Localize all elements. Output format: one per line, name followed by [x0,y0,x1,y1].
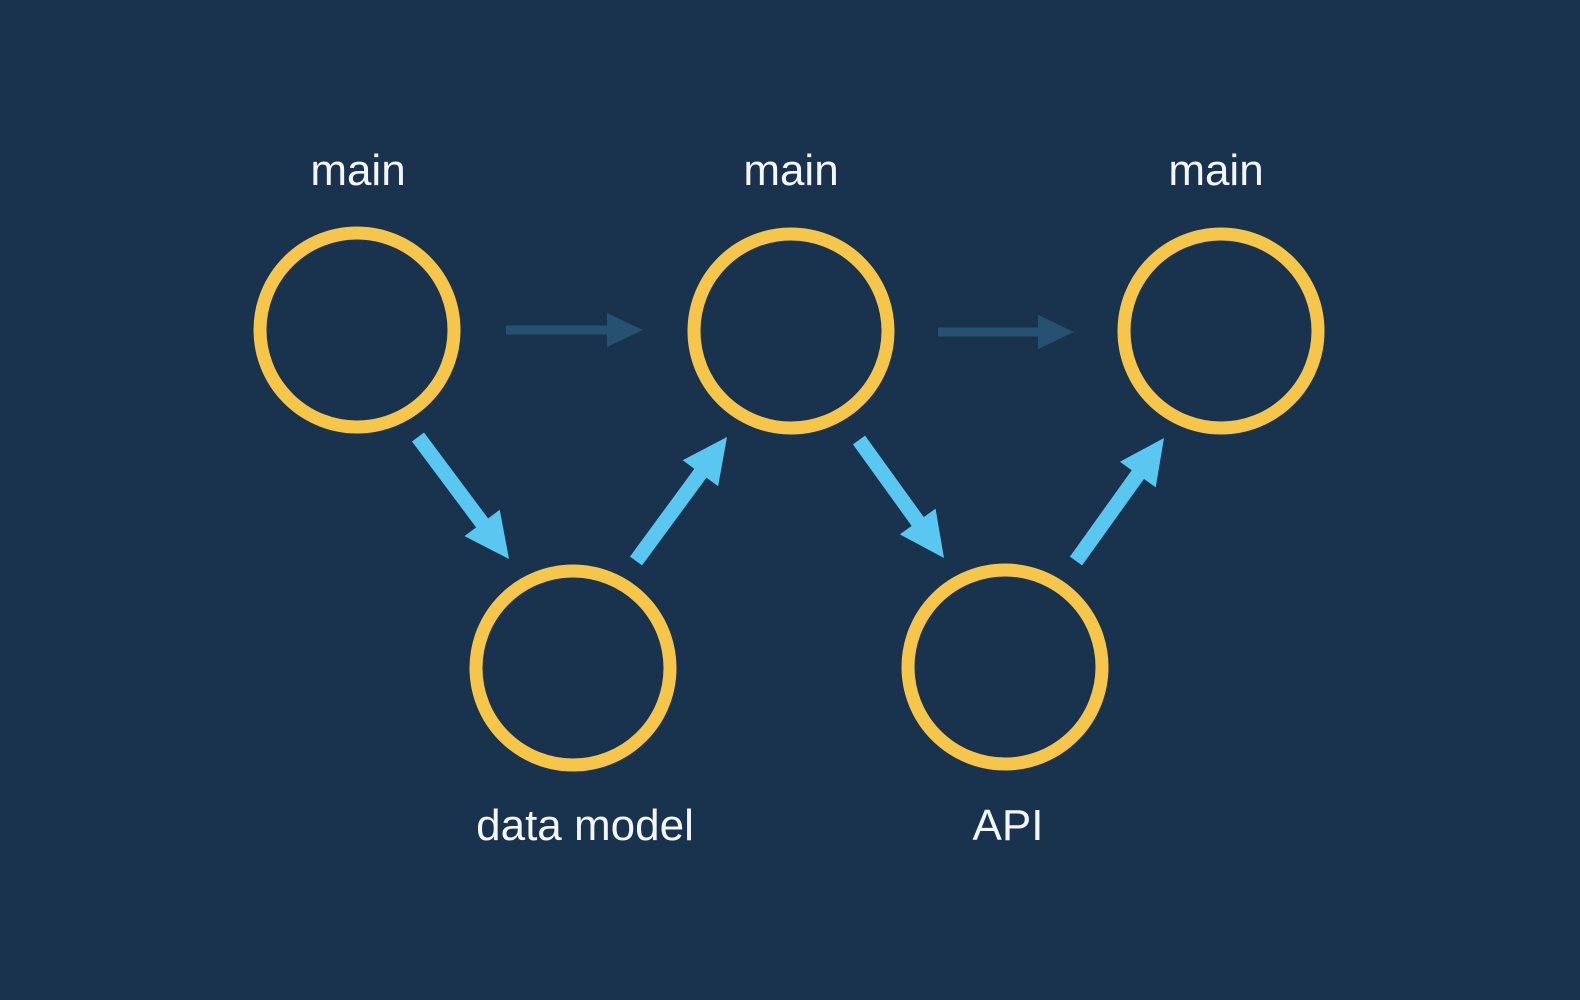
arrow-head [899,508,944,558]
node-circle-main-1 [253,226,461,434]
arrow-shaft [852,435,925,528]
arrow-head [1038,315,1074,349]
node-label-main-3: main [1168,146,1263,195]
node-label-main-2: main [743,146,838,195]
arrow-head [607,313,643,347]
node-circle-data-model [469,564,677,772]
arrow-main-1-to-data-model [411,432,509,559]
node-circle-api [901,563,1109,771]
arrow-head [1119,438,1164,488]
arrow-head [464,509,509,559]
arrow-main-1-to-main-2 [506,313,643,347]
node-label-data-model: data model [476,801,694,850]
arrow-main-2-to-api [852,435,944,558]
arrow-head [682,437,727,487]
arrow-shaft [629,467,708,566]
arrow-data-model-to-main-2 [629,437,727,566]
arrow-main-2-to-main-3 [938,315,1074,349]
arrow-api-to-main-3 [1069,438,1164,566]
arrow-shaft [411,432,490,530]
arrow-shaft [1069,468,1146,566]
node-circle-main-2 [687,227,895,435]
node-label-main-1: main [310,146,405,195]
node-label-api: API [973,801,1044,850]
node-circle-main-3 [1117,227,1325,435]
